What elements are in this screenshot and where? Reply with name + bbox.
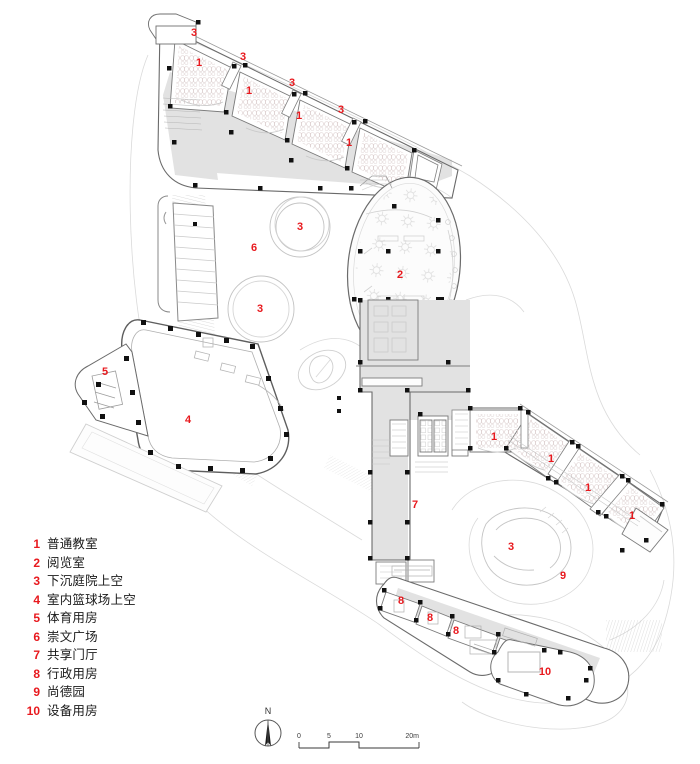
- room-label-admin-room-2: 8: [427, 612, 433, 624]
- sunken-court-circle-2: [227, 275, 295, 343]
- chongwen-plaza-area: [227, 196, 331, 343]
- room-label-sunken-court-n3: 3: [289, 77, 295, 89]
- columns-gym: [82, 320, 289, 473]
- landscape-feature: [297, 349, 347, 391]
- spine-corridor-fill: [360, 360, 470, 560]
- legend-item-1: 1 普通教室: [18, 533, 218, 552]
- legend-number: 9: [33, 685, 40, 699]
- columns-east: [468, 406, 665, 553]
- north-arrow-icon: [254, 719, 282, 747]
- legend-number: 4: [33, 592, 40, 607]
- room-label-shared-lobby: 7: [412, 499, 418, 511]
- room-label-sports-room: 5: [102, 366, 108, 378]
- scale-tick-3: 20m: [405, 733, 419, 740]
- south-sunken-court: [481, 506, 572, 586]
- legend-label: 阅览室: [47, 554, 86, 570]
- room-label-sunken-court-plaza-2: 3: [257, 303, 263, 315]
- room-label-chongwen-plaza: 6: [251, 242, 257, 254]
- room-label-classroom-n4: 1: [346, 137, 352, 149]
- columns-north: [167, 20, 417, 197]
- room-label-reading-room: 2: [397, 269, 403, 281]
- room-label-basketball-court-void: 4: [185, 414, 192, 426]
- legend-label: 尚德园: [47, 684, 86, 699]
- legend-number: 7: [33, 648, 40, 662]
- legend-number: 5: [33, 611, 40, 625]
- room-label-sunken-court-n2: 3: [240, 51, 246, 63]
- room-label-admin-room-3: 8: [453, 625, 459, 637]
- legend-label: 行政用房: [47, 665, 98, 681]
- room-label-sunken-court-plaza-1: 3: [297, 221, 303, 233]
- legend-item-7: 7 共享门厅: [18, 644, 218, 663]
- room-label-classroom-n3: 1: [296, 110, 302, 122]
- columns-spine: [358, 298, 471, 561]
- legend-item-9: 9 尚德园: [18, 681, 218, 700]
- columns-south: [378, 588, 593, 701]
- legend-item-8: 8 行政用房: [18, 663, 218, 682]
- north-wing: [148, 13, 463, 199]
- room-label-sunken-court-n4: 3: [338, 104, 344, 116]
- legend-label: 室内篮球场上空: [47, 591, 136, 607]
- room-label-classroom-n1: 1: [196, 57, 202, 69]
- room-label-classroom-e2: 1: [548, 453, 554, 465]
- room-label-admin-room-1: 8: [398, 595, 404, 607]
- scale-tick-1: 5: [327, 733, 331, 740]
- room-label-equipment-room: 10: [539, 666, 551, 678]
- plaza-columns: [337, 396, 341, 413]
- north-arrow: N: [248, 706, 288, 755]
- north-arrow-label: N: [264, 706, 272, 716]
- legend-number: 10: [26, 703, 40, 718]
- south-wing: [375, 565, 630, 707]
- legend-item-3: 3 下沉庭院上空: [18, 570, 218, 589]
- room-number-labels: 1 1 1 1 3 3 3 3 3 3 6 2 4 5 7 1 1 1 1 3 9 8 8 8 10: [102, 27, 635, 678]
- legend-number: 3: [33, 574, 40, 588]
- scale-tick-0: 0: [297, 733, 301, 740]
- scale-tick-2: 10: [355, 733, 363, 740]
- legend-label: 设备用房: [47, 702, 98, 718]
- legend-label: 共享门厅: [47, 647, 98, 662]
- room-label-classroom-n2: 1: [246, 85, 252, 97]
- legend-number: 6: [33, 629, 40, 644]
- legend-number: 1: [33, 537, 40, 551]
- legend-item-10: 10 设备用房: [18, 700, 218, 719]
- legend-label: 崇文广场: [47, 628, 98, 644]
- outdoor-grand-stair: [157, 195, 219, 322]
- room-label-classroom-e1: 1: [491, 431, 497, 443]
- legend-number: 8: [33, 666, 40, 681]
- legend-label: 普通教室: [47, 536, 98, 551]
- legend-label: 下沉庭院上空: [47, 573, 124, 588]
- legend-item-4: 4 室内篮球场上空: [18, 589, 218, 608]
- room-label-classroom-e4: 1: [629, 510, 635, 522]
- legend-item-6: 6 崇文广场: [18, 626, 218, 645]
- legend-number: 2: [33, 555, 40, 570]
- legend-item-2: 2 阅览室: [18, 552, 218, 571]
- gym-block: [69, 319, 290, 513]
- east-wing: [451, 403, 669, 553]
- room-label-sunken-court-south: 3: [508, 541, 514, 553]
- room-label-shangde-garden: 9: [560, 570, 566, 582]
- scale-bar: 0 5 10 20m: [296, 728, 426, 759]
- legend-label: 体育用房: [47, 610, 98, 625]
- room-label-classroom-e3: 1: [585, 482, 591, 494]
- legend-item-5: 5 体育用房: [18, 607, 218, 626]
- room-label-sunken-court-n1: 3: [191, 27, 197, 39]
